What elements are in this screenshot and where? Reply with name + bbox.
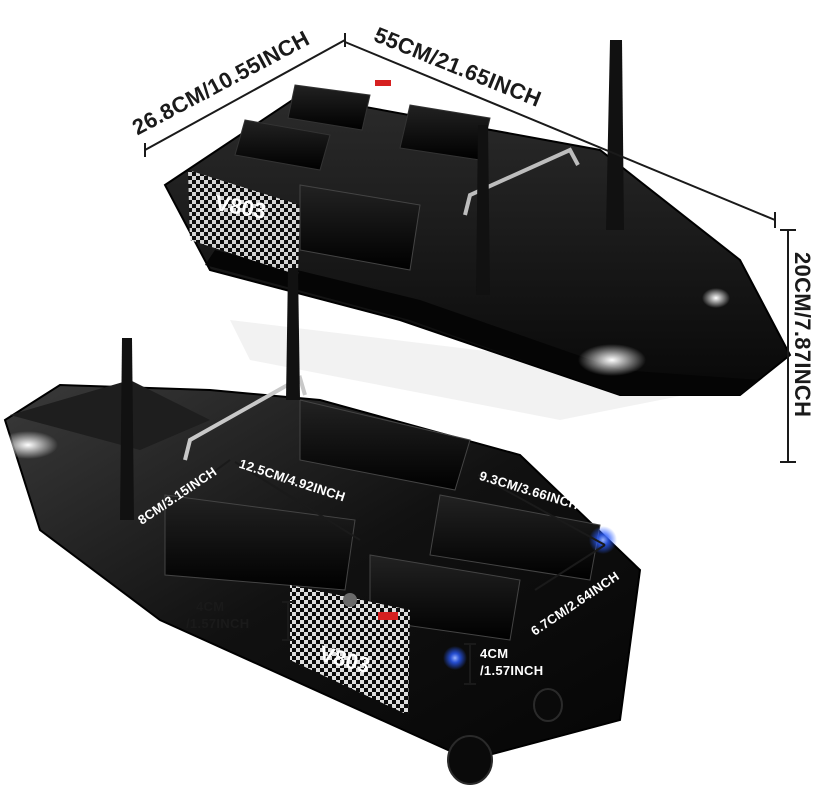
label-depth-left-cm: 4CM [196, 599, 225, 614]
top-boat-antenna-2 [476, 125, 490, 295]
bottom-boat-antenna-1 [120, 338, 134, 520]
bottom-boat-bin-3 [429, 494, 601, 581]
label-depth-right: 4CM /1.57INCH [480, 645, 570, 679]
top-boat-headlight-2 [578, 344, 646, 376]
top-boat-headlight-1 [702, 288, 730, 308]
wheel-rear [533, 688, 563, 722]
dim-line-compartment-6-7 [534, 544, 606, 591]
dimension-lines [144, 33, 796, 685]
label-height-20: 20CM/7.87INCH [790, 252, 815, 418]
top-boat-bin-4 [299, 184, 421, 271]
top-boat-handle [463, 147, 580, 216]
top-boat-checker-panel [188, 170, 300, 275]
dim-line-compartment-12-5 [234, 461, 361, 541]
label-depth-left-inch: /1.57INCH [186, 616, 250, 631]
bottom-boat-headlight [0, 431, 58, 459]
top-boat-antenna-1 [606, 40, 624, 230]
top-boat-bin-1 [234, 119, 331, 171]
bottom-boat-battery-indicator [378, 612, 398, 620]
bottom-boat-handle [183, 375, 307, 461]
label-depth-right-cm: 4CM [480, 646, 509, 661]
top-boat: V803 [163, 40, 792, 396]
dim-line-length [344, 41, 776, 221]
label-depth-left: 4CM /1.57INCH [186, 598, 276, 632]
bottom-boat: V803 [0, 268, 642, 785]
top-boat-hull-side [205, 250, 760, 395]
bottom-boat-led-2 [443, 646, 467, 670]
power-button [343, 593, 357, 607]
label-depth-right-inch: /1.57INCH [480, 663, 544, 678]
top-boat-battery-indicator [375, 80, 391, 86]
dim-line-compartment-9-3 [477, 474, 606, 546]
dim-line-width [144, 39, 346, 151]
bottom-boat-led-1 [589, 526, 617, 554]
bottom-boat-deck-front [10, 380, 210, 450]
bottom-boat-antenna-2 [286, 268, 300, 400]
bottom-boat-bin-1 [164, 494, 356, 591]
top-boat-bin-2 [287, 84, 371, 131]
wheel-front [447, 735, 493, 785]
dim-line-compartment-8 [154, 459, 231, 516]
bottom-boat-bin-2 [299, 399, 471, 491]
